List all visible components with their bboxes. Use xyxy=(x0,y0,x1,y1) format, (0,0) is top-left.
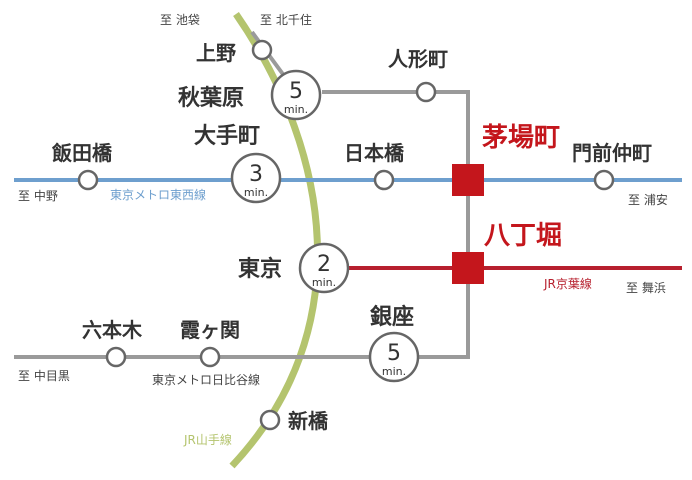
station-iidabashi: 飯田橋 xyxy=(51,141,113,165)
station-ueno: 上野 xyxy=(196,41,236,65)
station-kayabacho: 茅場町 xyxy=(482,123,560,153)
direction-nakano: 至 中野 xyxy=(18,188,58,203)
time-unit-otemachi: min. xyxy=(244,186,268,199)
station-ginza: 銀座 xyxy=(370,304,414,330)
line-label-yamanote: JR山手線 xyxy=(183,432,232,447)
direction-urayasu: 至 浦安 xyxy=(628,192,668,207)
yamanote-line xyxy=(229,12,321,469)
station-ningyocho: 人形町 xyxy=(388,47,448,71)
station-dot-iidabashi xyxy=(77,169,99,191)
direction-maihama: 至 舞浜 xyxy=(626,281,666,295)
station-akihabara: 秋葉原 xyxy=(178,86,244,111)
time-unit-tokyo: min. xyxy=(312,276,336,289)
station-hatchobori: 八丁堀 xyxy=(484,221,562,251)
line-label-keiyo: JR京葉線 xyxy=(543,276,592,291)
station-roppongi: 六本木 xyxy=(82,318,143,342)
station-shimbashi: 新橋 xyxy=(288,409,329,433)
time-otemachi: 3 xyxy=(249,162,263,187)
time-circle-ginza xyxy=(368,331,420,383)
direction-nakameguro: 至 中目黒 xyxy=(18,368,70,383)
station-nihombashi: 日本橋 xyxy=(344,141,405,165)
direction-kitasenju: 至 北千住 xyxy=(260,13,312,27)
station-square-hatchobori xyxy=(452,252,484,284)
station-dot-ningyocho xyxy=(415,81,437,103)
time-unit-ginza: min. xyxy=(382,365,406,378)
hibiya-line xyxy=(14,90,470,359)
station-tokyo: 東京 xyxy=(238,256,282,282)
line-label-tozai: 東京メトロ東西線 xyxy=(110,187,206,202)
station-dot-roppongi xyxy=(105,346,127,368)
station-dot-monzennakacho xyxy=(593,169,615,191)
time-unit-akihabara: min. xyxy=(284,103,308,116)
station-otemachi: 大手町 xyxy=(194,124,260,149)
station-dot-shimbashi xyxy=(259,409,281,431)
time-circle-tokyo xyxy=(298,242,350,294)
time-circle-akihabara xyxy=(270,69,322,121)
time-circle-otemachi xyxy=(230,152,282,204)
station-kasumigaseki: 霞ヶ関 xyxy=(180,318,240,342)
direction-ikebukuro: 至 池袋 xyxy=(160,13,200,27)
station-dot-ueno xyxy=(251,39,273,61)
station-dot-nihombashi xyxy=(373,169,395,191)
station-dot-kasumigaseki xyxy=(199,346,221,368)
line-label-hibiya: 東京メトロ日比谷線 xyxy=(152,372,260,387)
time-ginza: 5 xyxy=(387,341,401,366)
time-tokyo: 2 xyxy=(317,252,331,277)
station-square-kayabacho xyxy=(452,164,484,196)
time-akihabara: 5 xyxy=(289,79,303,104)
station-monzennakacho: 門前仲町 xyxy=(572,141,652,165)
